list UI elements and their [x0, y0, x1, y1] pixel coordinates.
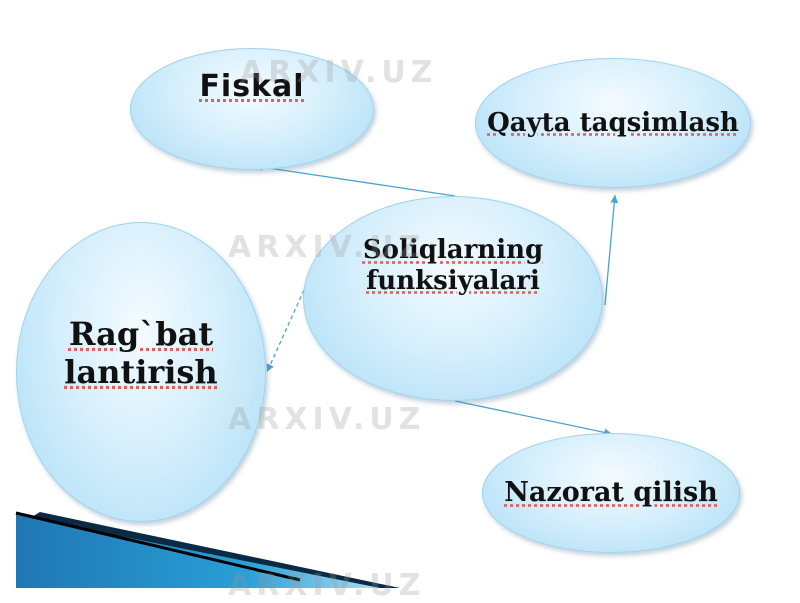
- node-ragbat-label: Rag`bat lantirish: [17, 316, 265, 392]
- watermark: ARXIV.UZ: [240, 55, 437, 90]
- watermark: ARXIV.UZ: [228, 230, 425, 265]
- watermark: ARXIV.UZ: [228, 402, 425, 437]
- node-qayta-taqsimlash: Qayta taqsimlash: [475, 58, 751, 188]
- node-ragbat-lantirish: Rag`bat lantirish: [16, 222, 266, 522]
- connector-qayta: [605, 195, 615, 305]
- connector-ragbat: [267, 290, 304, 372]
- node-nazorat-qilish: Nazorat qilish: [482, 433, 740, 553]
- node-qayta-label: Qayta taqsimlash: [487, 108, 739, 139]
- watermark: ARXIV.UZ: [228, 568, 425, 603]
- node-center: Soliqlarning funksiyalari: [303, 196, 603, 401]
- node-nazorat-label: Nazorat qilish: [504, 477, 718, 509]
- connector-fiskal: [255, 166, 455, 196]
- connector-nazorat: [455, 401, 612, 434]
